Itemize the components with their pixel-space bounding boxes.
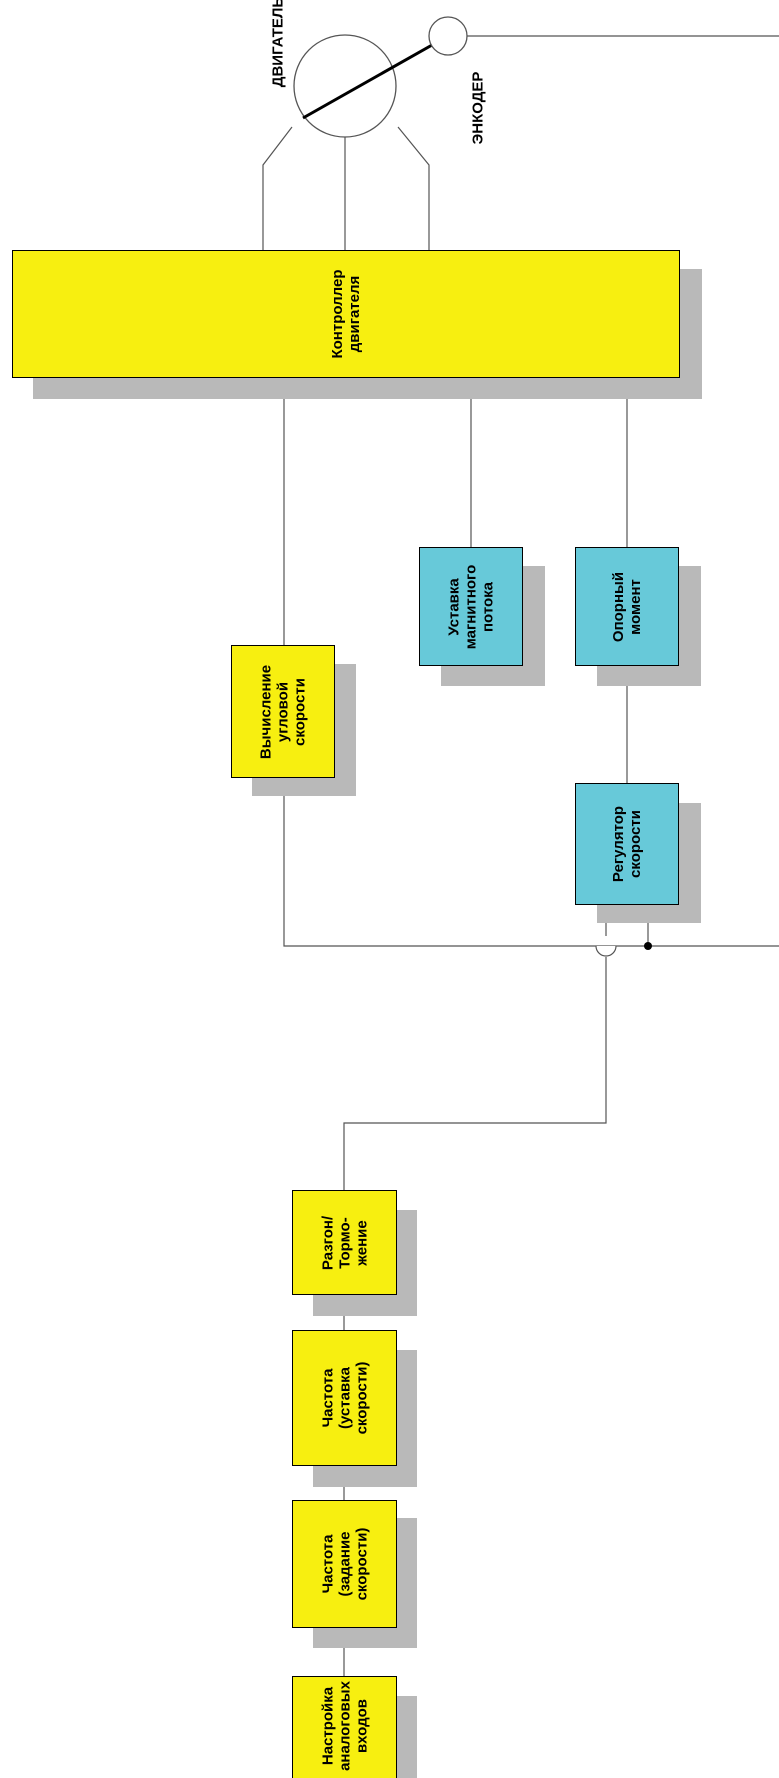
- speed-regulator-line-2: скорости: [627, 810, 644, 878]
- speed-calc-label: Вычисление угловой скорости: [258, 664, 309, 758]
- accel-decel-line-3: жение: [353, 1219, 370, 1266]
- motor-controller-line-2: двигателя: [346, 275, 363, 353]
- motor-circle: [293, 34, 397, 138]
- freq-setpoint-label: Частота (уставка скорости): [319, 1362, 370, 1435]
- flux-setpoint-line-1: Уставка: [445, 577, 463, 636]
- motor-controller-block: Контроллер двигателя: [12, 250, 680, 378]
- motor-label: ДВИГАТЕЛЬ: [269, 0, 287, 88]
- motor-controller-line-1: Контроллер: [329, 269, 346, 359]
- speed-calc-line-3: скорости: [291, 677, 309, 746]
- speed-regulator-block: Регулятор скорости: [575, 783, 679, 905]
- analog-inputs-label: Настройка аналоговых входов: [319, 1681, 370, 1771]
- freq-reference-line-3: скорости): [353, 1527, 370, 1601]
- analog-inputs-line-1: Настройка: [319, 1687, 336, 1766]
- torque-ref-label: Опорный момент: [610, 571, 644, 641]
- accel-decel-label: Разгон/ Тормо- жение: [319, 1215, 370, 1269]
- freq-reference-line-1: Частота: [319, 1534, 336, 1594]
- torque-ref-block: Опорный момент: [575, 547, 679, 666]
- flux-setpoint-label: Уставка магнитного потока: [446, 564, 497, 649]
- speed-regulator-line-1: Регулятор: [610, 805, 627, 883]
- freq-setpoint-block: Частота (уставка скорости): [292, 1330, 397, 1466]
- analog-inputs-line-3: входов: [353, 1699, 370, 1754]
- torque-ref-line-2: момент: [627, 578, 644, 635]
- flux-setpoint-line-3: потока: [479, 581, 497, 632]
- analog-inputs-line-2: аналоговых: [336, 1681, 353, 1772]
- flux-setpoint-line-2: магнитного: [462, 564, 480, 649]
- freq-setpoint-line-1: Частота: [319, 1368, 336, 1428]
- speed-calc-block: Вычисление угловой скорости: [231, 645, 335, 778]
- speed-calc-line-1: Вычисление: [257, 664, 275, 759]
- torque-ref-line-1: Опорный: [610, 571, 627, 642]
- encoder-circle: [428, 16, 468, 56]
- analog-inputs-block: Настройка аналоговых входов: [292, 1676, 397, 1778]
- freq-setpoint-line-2: (уставка: [336, 1366, 353, 1430]
- speed-regulator-label: Регулятор скорости: [610, 806, 644, 882]
- freq-reference-block: Частота (задание скорости): [292, 1500, 397, 1628]
- accel-decel-line-2: Тормо-: [336, 1216, 353, 1269]
- motor-controller-label: Контроллер двигателя: [329, 269, 363, 358]
- encoder-label: ЭНКОДЕР: [469, 71, 487, 145]
- speed-calc-line-2: угловой: [274, 681, 292, 742]
- freq-reference-label: Частота (задание скорости): [319, 1528, 370, 1601]
- freq-setpoint-line-3: скорости): [353, 1361, 370, 1435]
- motor-lead-left: [262, 126, 293, 250]
- motor-lead-right: [397, 126, 430, 250]
- accel-decel-block: Разгон/ Тормо- жение: [292, 1190, 397, 1295]
- freq-reference-line-2: (задание: [336, 1531, 353, 1597]
- motor-shaft-line: [302, 34, 449, 120]
- crossover-hop: [595, 945, 617, 957]
- feedback-bus: [283, 790, 779, 947]
- junction-dot: [644, 942, 652, 950]
- reference-line: [343, 957, 607, 1190]
- accel-decel-line-1: Разгон/: [319, 1215, 336, 1270]
- flux-setpoint-block: Уставка магнитного потока: [419, 547, 523, 666]
